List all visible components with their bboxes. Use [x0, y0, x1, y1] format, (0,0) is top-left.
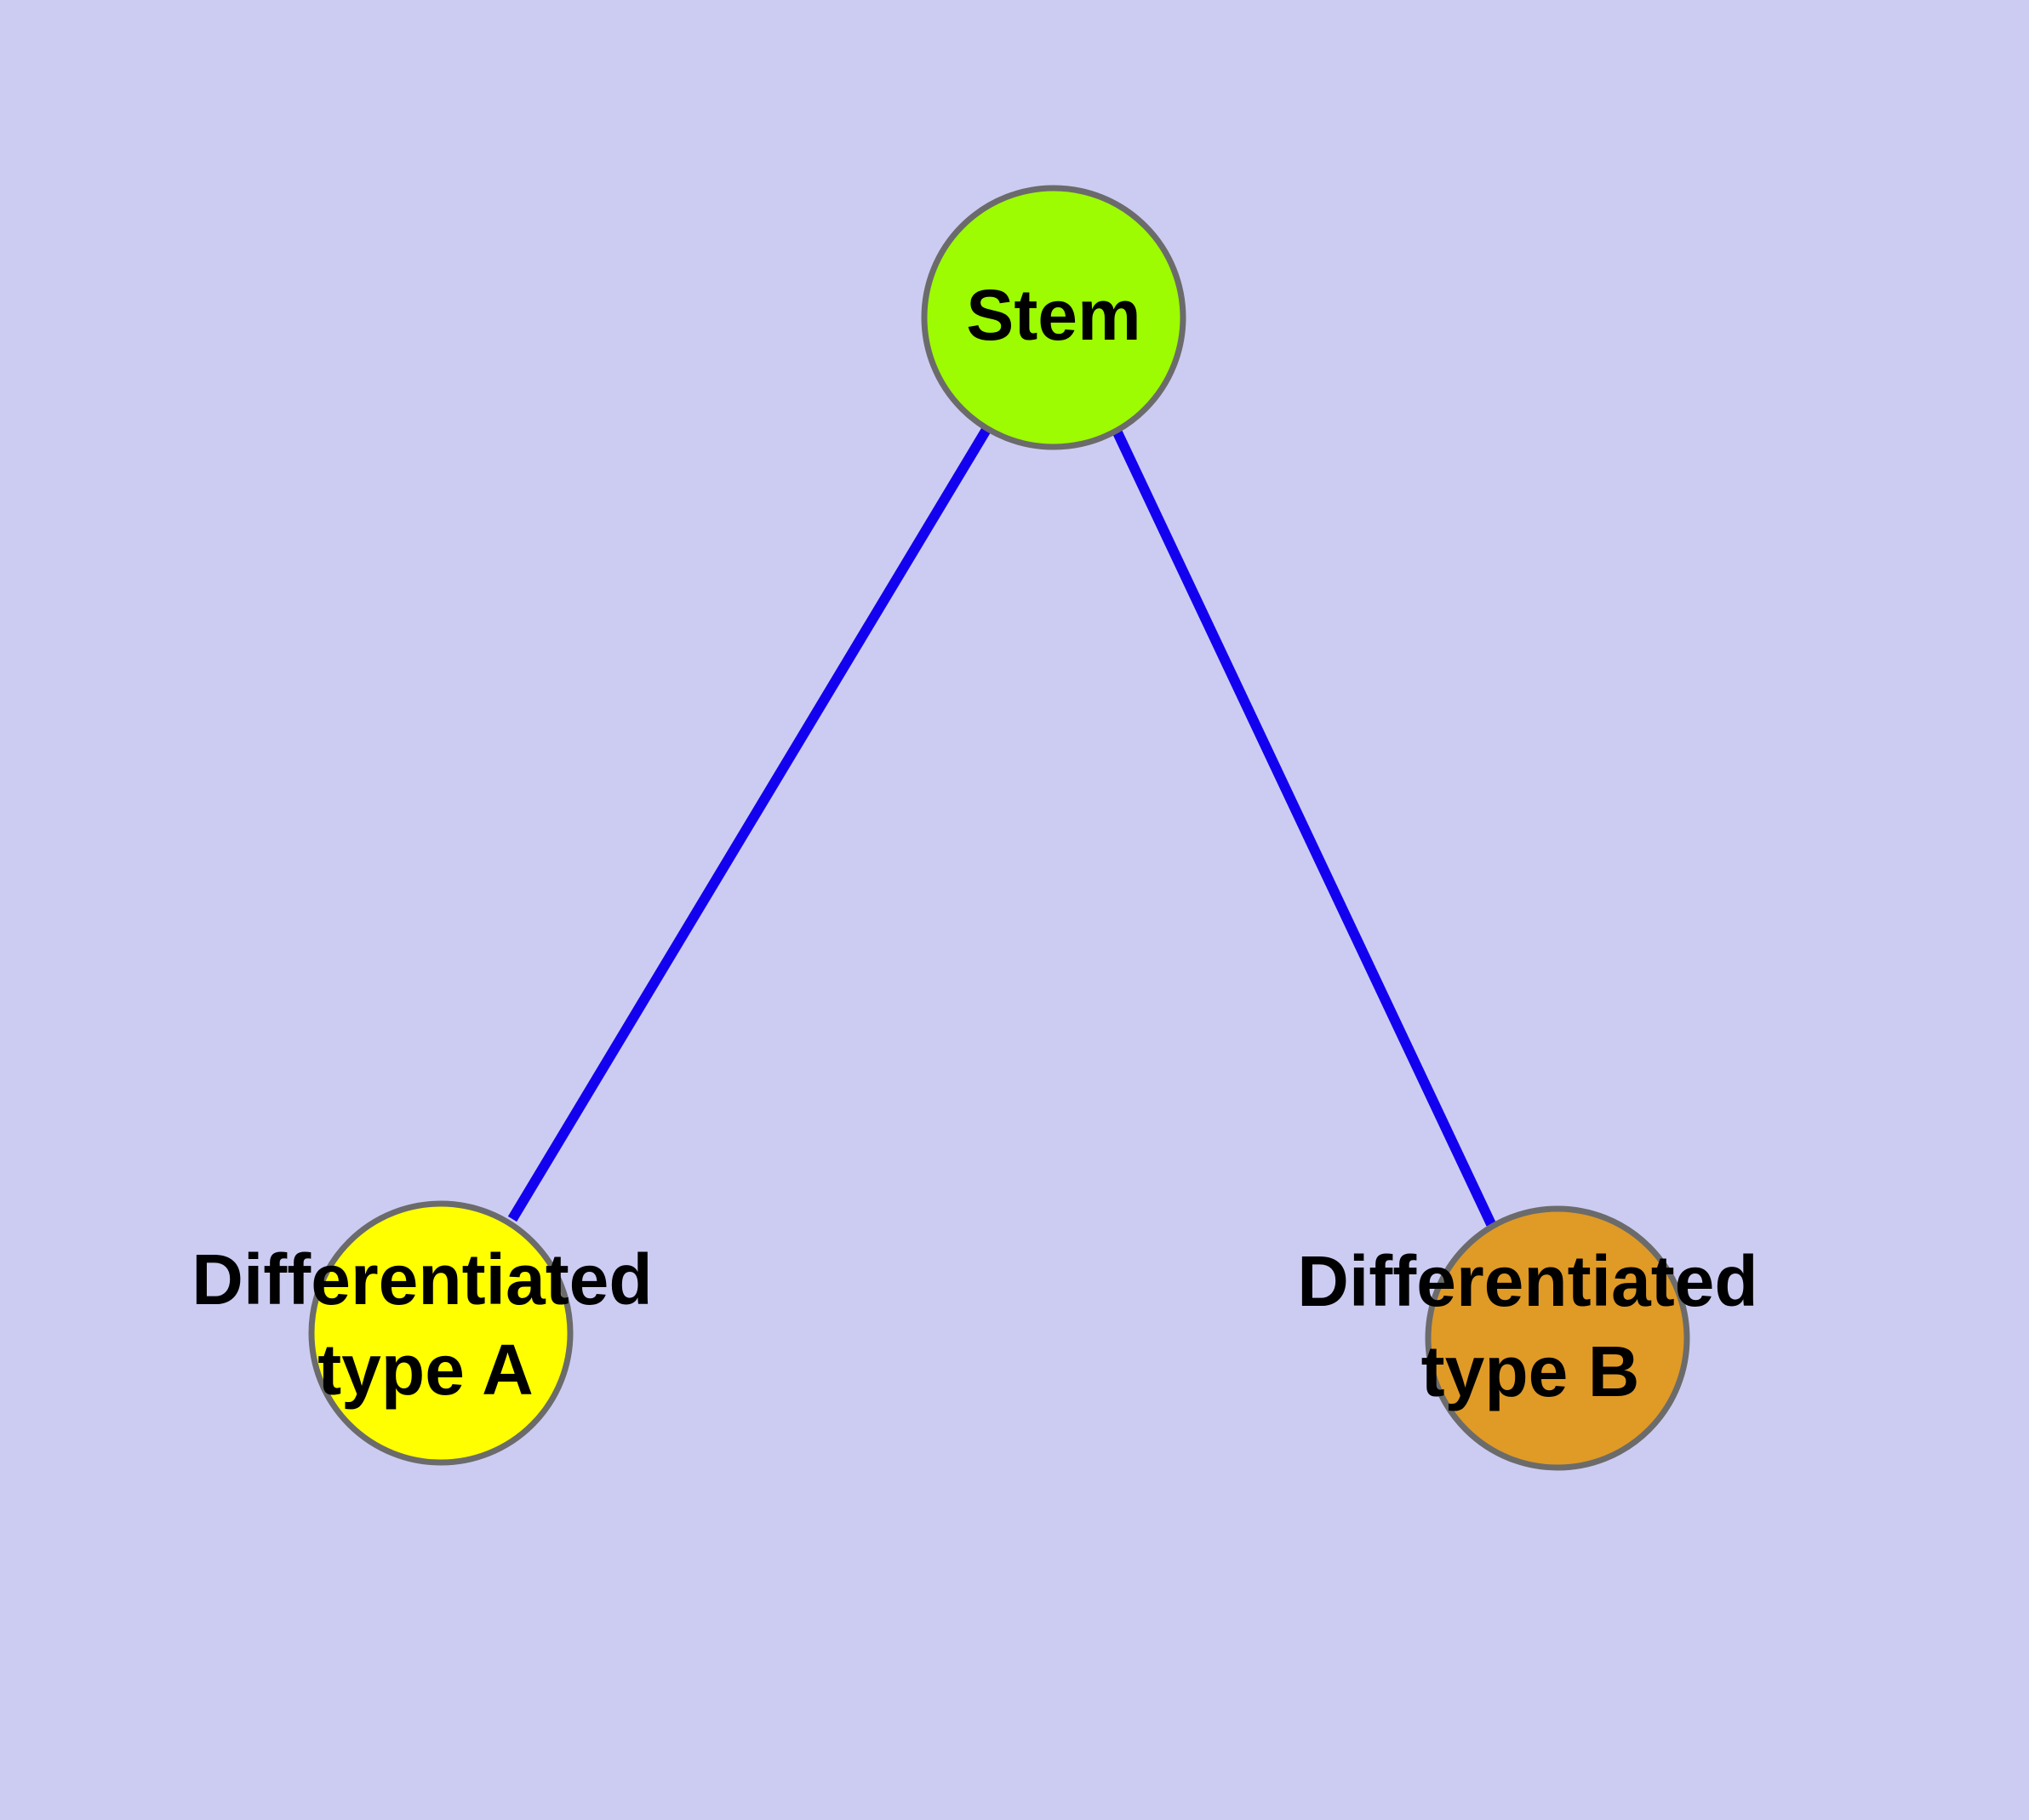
node-stem[interactable]	[921, 185, 1186, 450]
edge-stem-to-diff-a[interactable]	[507, 425, 992, 1222]
nodes-layer	[308, 185, 1690, 1471]
node-diff-a-circle[interactable]	[308, 1200, 574, 1466]
node-diff-a-label-line2: type A	[317, 1330, 534, 1410]
node-diff-b-label-line1: Differentiated	[1297, 1241, 1758, 1321]
node-diff-a[interactable]	[308, 1200, 574, 1466]
node-diff-b[interactable]	[1425, 1205, 1690, 1471]
labels-layer: Stem Differentiated type A Differentiate…	[191, 275, 1758, 1411]
node-diff-b-label-line2: type B	[1421, 1331, 1640, 1411]
node-stem-circle[interactable]	[921, 185, 1186, 450]
node-diff-a-label-line1: Differentiated	[191, 1239, 652, 1319]
edge-stem-to-diff-b[interactable]	[1112, 428, 1496, 1227]
edges-layer	[507, 425, 1496, 1227]
node-diff-b-circle[interactable]	[1425, 1205, 1690, 1471]
node-stem-label-line1: Stem	[966, 275, 1140, 355]
